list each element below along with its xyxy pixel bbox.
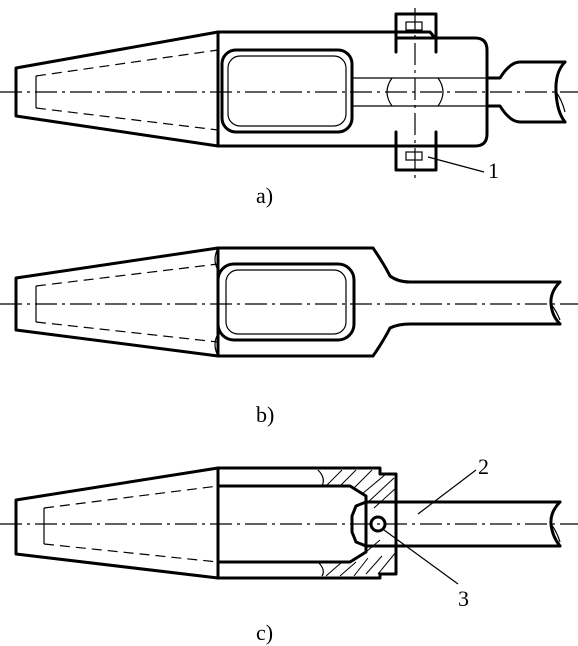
figure-a-bore-lower [35,107,219,131]
figure-b-bore-lower [35,321,219,343]
figure-a-upper-clip [394,12,438,40]
figure-a-lower-clip [394,144,438,172]
figure-b-caption: b) [256,402,274,427]
figure-a-lower-clip-slot [405,151,423,161]
figure-c-caption: c) [256,620,273,645]
figure-a-pin-left [386,77,393,107]
figure-b-slot-inner [225,269,347,335]
part-2-label: 2 [478,454,489,479]
part-2-leader [417,469,477,515]
figure-a-shaft-break-inner [555,91,566,113]
part-3-label: 3 [458,586,469,611]
figure-b: b) [0,246,578,427]
figure-a-tapered-body [14,30,220,148]
figure-a-shaft-upper [485,60,567,80]
figure-a-pin-right [437,77,444,107]
figure-a-upper-clip-slot [405,21,423,31]
figure-a-bore-upper [35,49,219,77]
figure-a-slot [220,48,354,134]
figure-b-fork-lower [216,322,562,358]
figure-b-tapered-body [14,246,220,358]
figure-b-bore-upper [35,263,219,287]
figure-c-bore-upper [43,485,219,509]
part-3-leader [383,529,459,585]
figure-c-break-upper [317,469,324,487]
figure-a: 1 a) [0,8,578,208]
figure-c-hatching-upper [325,469,397,509]
figure-c-tapered-body [14,466,220,580]
figure-a-shaft-lower [485,104,567,124]
figure-c-break-lower [317,561,324,577]
figure-b-shaft-break-inner [550,303,561,321]
figure-b-fork-upper [216,246,562,284]
figure-a-caption: a) [256,183,273,208]
figure-b-slot [216,262,356,342]
figure-a-fork-body [216,30,489,148]
figure-a-slot-inner [227,55,347,127]
figure-c-rod-head [350,500,368,548]
figure-c-hatching-lower [325,539,397,577]
part-1-label: 1 [488,158,499,183]
figure-b-joint-lower [214,333,219,357]
part-1-leader [427,156,485,173]
figure-c-housing [216,466,398,580]
figure-c: 2 3 c) [0,454,578,645]
figure-c-rod-break-inner [550,523,561,543]
figure-c-pin [369,515,387,533]
figure-c-bore-lower [43,543,219,563]
figure-b-joint-upper [214,247,219,271]
